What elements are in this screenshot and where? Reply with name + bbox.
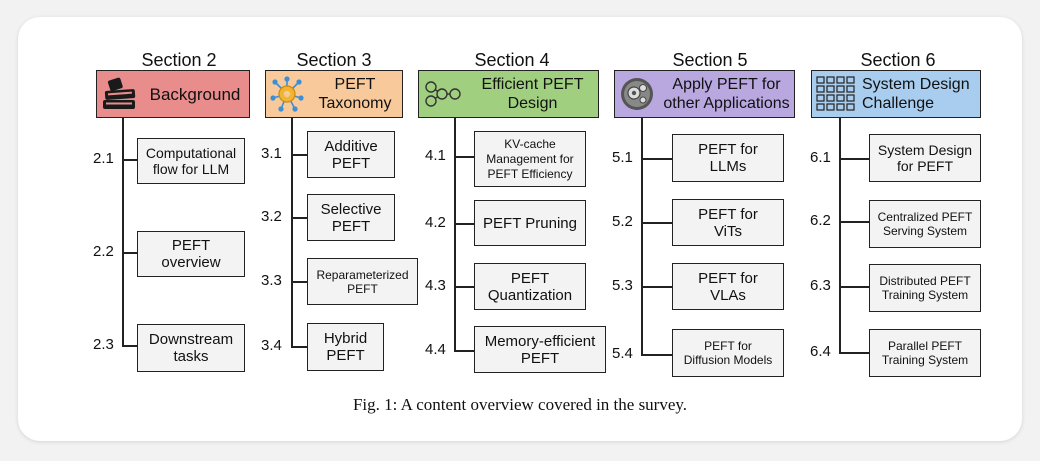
section-6-trunk: [839, 118, 841, 353]
connector: [641, 286, 672, 288]
item-box-2-3: Downstream tasks: [137, 324, 245, 372]
item-box-3-3: Reparameterized PEFT: [307, 258, 418, 305]
connector: [122, 159, 137, 161]
connector: [641, 158, 672, 160]
connector: [122, 252, 137, 254]
section-5-header-label: Apply PEFT for other Applications: [663, 76, 790, 112]
connector: [454, 223, 474, 225]
section-5-trunk: [641, 118, 643, 355]
connector: [122, 345, 137, 347]
item-box-5-2: PEFT for ViTs: [672, 199, 784, 246]
connector: [641, 222, 672, 224]
grid-system-icon: [812, 75, 862, 113]
item-number: 4.3: [425, 277, 446, 294]
item-number: 2.3: [93, 336, 114, 353]
item-box-6-3: Distributed PEFT Training System: [869, 264, 981, 312]
item-number: 4.2: [425, 214, 446, 231]
connector: [839, 158, 869, 160]
item-box-5-1: PEFT for LLMs: [672, 134, 784, 182]
section-4-header: Efficient PEFT Design: [418, 70, 599, 118]
item-number: 4.1: [425, 147, 446, 164]
section-4-header-label: Efficient PEFT Design: [481, 76, 584, 112]
item-box-4-3: PEFT Quantization: [474, 263, 586, 310]
item-number: 5.3: [612, 277, 633, 294]
item-number: 2.2: [93, 243, 114, 260]
section-5-header: Apply PEFT for other Applications: [614, 70, 795, 118]
connector: [454, 350, 474, 352]
item-number: 2.1: [93, 150, 114, 167]
item-box-4-1: KV-cache Management for PEFT Efficiency: [474, 131, 586, 187]
item-box-5-4: PEFT for Diffusion Models: [672, 329, 784, 377]
item-number: 5.1: [612, 149, 633, 166]
section-3-trunk: [291, 118, 293, 347]
item-box-6-2: Centralized PEFT Serving System: [869, 200, 981, 248]
section-2-trunk: [122, 118, 124, 346]
item-number: 6.2: [810, 212, 831, 229]
item-number: 3.2: [261, 208, 282, 225]
section-3-header-label: PEFT Taxonomy: [318, 76, 392, 112]
item-number: 6.4: [810, 343, 831, 360]
connector: [839, 352, 869, 354]
section-3-header: PEFT Taxonomy: [265, 70, 403, 118]
section-4-trunk: [454, 118, 456, 351]
section-6-header: System Design Challenge: [811, 70, 981, 118]
item-box-3-2: Selective PEFT: [307, 194, 395, 241]
connector: [641, 354, 672, 356]
figure-caption: Fig. 1: A content overview covered in th…: [352, 395, 688, 414]
item-number: 3.1: [261, 145, 282, 162]
item-number: 3.4: [261, 337, 282, 354]
section-2-header: Background: [96, 70, 250, 118]
connector: [291, 281, 307, 283]
section-2-title: Section 2: [141, 50, 217, 70]
section-6-header-label: System Design Challenge: [862, 76, 970, 112]
item-box-4-4: Memory-efficient PEFT: [474, 326, 606, 373]
item-number: 5.4: [612, 345, 633, 362]
section-3-title: Section 3: [296, 50, 372, 70]
section-5-title: Section 5: [672, 50, 748, 70]
connector: [454, 286, 474, 288]
item-number: 5.2: [612, 213, 633, 230]
item-box-6-4: Parallel PEFT Training System: [869, 329, 981, 377]
item-number: 3.3: [261, 272, 282, 289]
item-box-6-1: System Design for PEFT: [869, 134, 981, 182]
connector: [291, 154, 307, 156]
item-box-5-3: PEFT for VLAs: [672, 263, 784, 310]
section-2-header-label: Background: [149, 84, 241, 104]
connector: [291, 346, 307, 348]
books-icon: [97, 76, 141, 112]
item-box-4-2: PEFT Pruning: [474, 200, 586, 246]
item-number: 4.4: [425, 341, 446, 358]
item-box-3-4: Hybrid PEFT: [307, 323, 384, 371]
item-box-2-1: Computational flow for LLM: [137, 138, 245, 184]
connector: [839, 221, 869, 223]
section-4-title: Section 4: [474, 50, 550, 70]
nodes-icon: [419, 79, 467, 109]
network-gear-icon: [266, 76, 308, 112]
connector: [454, 156, 474, 158]
item-number: 6.1: [810, 149, 831, 166]
section-6-title: Section 6: [860, 50, 936, 70]
gear-app-icon: [615, 76, 659, 112]
item-box-3-1: Additive PEFT: [307, 131, 395, 178]
connector: [839, 286, 869, 288]
connector: [291, 217, 307, 219]
item-box-2-2: PEFT overview: [137, 231, 245, 277]
item-number: 6.3: [810, 277, 831, 294]
